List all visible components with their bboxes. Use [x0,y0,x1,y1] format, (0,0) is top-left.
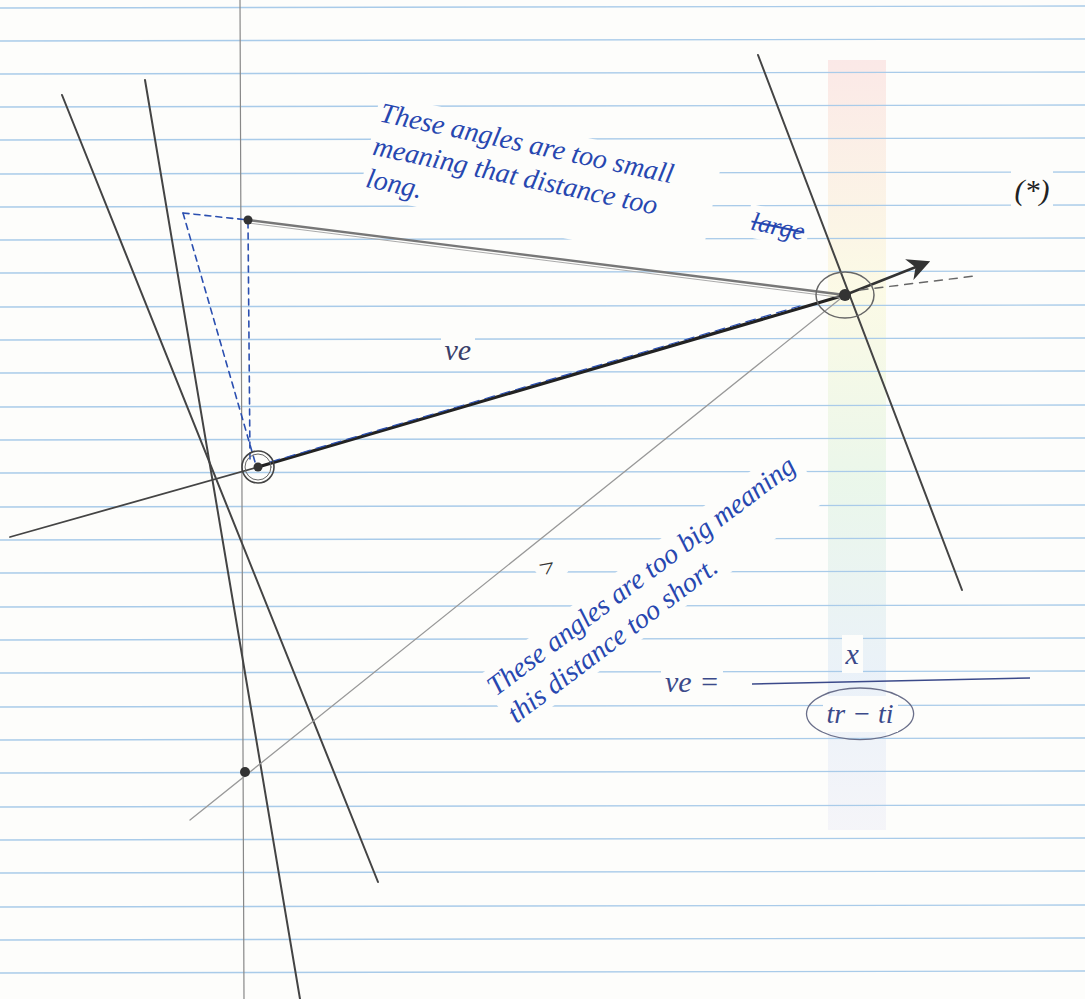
fraction-bar [752,678,1030,684]
handwritten-note: These angles are too small meaning that … [359,93,721,266]
point-circle [816,272,874,318]
dashed-guide [183,213,248,220]
slanted-line [62,95,378,882]
point-circle [245,454,271,480]
dashed-guide [270,306,800,462]
direction-arrow [845,263,926,295]
sight-line [258,295,845,467]
sight-line [10,467,258,537]
point-dot [254,463,263,472]
formula-numerator: x [842,635,863,673]
points [240,216,851,778]
reference-mark: (*) [1011,171,1054,209]
dashed-extension [860,276,975,290]
vertical-line [240,0,244,999]
slanted-line [145,80,300,999]
handwritten-note: These angles are too big meaning this di… [476,444,828,733]
formula-term: ve = [661,663,723,701]
ruled-lines [0,6,1085,973]
variable-label: ve [441,331,476,369]
formula-denominator: tr − ti [823,696,898,732]
crossed-out-word: large [744,203,811,248]
dashed-guide [248,222,250,460]
angle-mark: > [528,545,568,587]
point-circle [242,451,274,483]
lower-sight-line [190,295,845,820]
circled-term [807,688,914,740]
pencil-construction [10,0,975,999]
point-dot [240,767,250,777]
point-dot [244,216,253,225]
dashed-guide [183,213,255,462]
point-dot [839,289,851,301]
annotation-marks [807,688,914,740]
